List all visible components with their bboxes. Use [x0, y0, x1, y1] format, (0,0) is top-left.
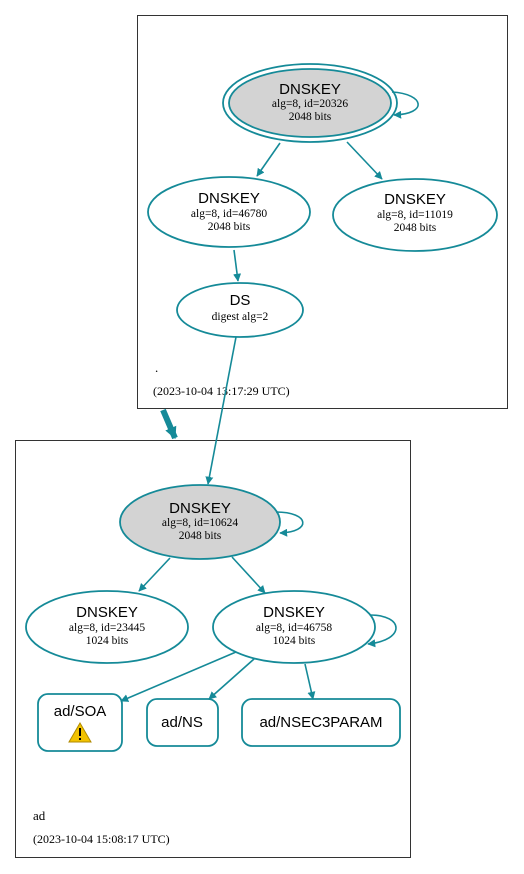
zone-root-box [137, 15, 508, 409]
edge-ds-to-ad-ksk [205, 336, 237, 485]
ad-ksk-title: DNSKEY [169, 500, 231, 517]
ad-zsk2-self-loop [367, 614, 397, 648]
ad-ksk-bits: 2048 bits [179, 530, 222, 542]
ad-ns-node[interactable]: ad/NS [146, 698, 219, 747]
ad-zsk2-title: DNSKEY [263, 604, 325, 621]
ad-soa-label: ad/SOA [54, 703, 107, 720]
root-ds-digest: digest alg=2 [212, 311, 269, 323]
root-ksk-self-loop [391, 91, 419, 119]
edge-ad-ksk-to-zsk1 [138, 557, 171, 592]
root-zsk1-title: DNSKEY [198, 190, 260, 207]
root-zsk1-node[interactable]: DNSKEY alg=8, id=46780 2048 bits [147, 176, 311, 248]
ad-zsk1-alg: alg=8, id=23445 [69, 622, 145, 634]
zone-ad-box [15, 440, 411, 858]
root-zsk2-alg: alg=8, id=11019 [377, 209, 453, 221]
root-ds-title: DS [230, 292, 251, 309]
zone-ad: DNSKEY alg=8, id=10624 2048 bits DNSKEY … [15, 440, 411, 858]
ad-ksk-self-loop [275, 511, 304, 537]
edge-ksk-to-zsk2 [346, 141, 383, 180]
root-zsk1-bits: 2048 bits [208, 221, 251, 233]
root-ksk-alg: alg=8, id=20326 [272, 98, 348, 110]
root-zsk2-node[interactable]: DNSKEY alg=8, id=11019 2048 bits [332, 178, 498, 252]
zone-root: DNSKEY alg=8, id=20326 2048 bits DNSKEY … [137, 15, 508, 409]
edge-ad-zsk2-to-soa [120, 651, 237, 702]
root-zone-timestamp: (2023-10-04 13:17:29 UTC) [153, 384, 290, 398]
root-zsk2-bits: 2048 bits [394, 222, 437, 234]
ad-zsk1-title: DNSKEY [76, 604, 138, 621]
root-ksk-bits: 2048 bits [289, 111, 332, 123]
ad-zsk2-node[interactable]: DNSKEY alg=8, id=46758 1024 bits [212, 590, 376, 664]
root-ksk-node[interactable]: DNSKEY alg=8, id=20326 2048 bits [222, 63, 398, 143]
ad-ksk-alg: alg=8, id=10624 [162, 517, 238, 529]
edge-ksk-to-zsk1 [256, 142, 281, 177]
root-ksk-title: DNSKEY [279, 81, 341, 98]
ad-zone-name: ad [33, 808, 46, 823]
ad-zsk1-bits: 1024 bits [86, 635, 129, 647]
ad-zsk2-bits: 1024 bits [273, 635, 316, 647]
edge-zsk1-to-ds [233, 249, 242, 282]
ad-zone-timestamp: (2023-10-04 15:08:17 UTC) [33, 832, 170, 846]
edge-ad-ksk-to-zsk2 [231, 556, 266, 594]
ad-ns-label: ad/NS [161, 714, 203, 731]
delegation-arrow [160, 408, 178, 440]
ad-ksk-node[interactable]: DNSKEY alg=8, id=10624 2048 bits [119, 484, 281, 560]
ad-nsec3param-node[interactable]: ad/NSEC3PARAM [241, 698, 401, 747]
edge-ad-zsk2-to-nsec3param [304, 663, 316, 700]
ad-zsk2-alg: alg=8, id=46758 [256, 622, 332, 634]
root-zone-name: . [155, 360, 158, 375]
root-zsk2-title: DNSKEY [384, 191, 446, 208]
ad-soa-node[interactable]: ad/SOA [37, 693, 123, 752]
edge-ad-zsk2-to-ns [208, 658, 255, 700]
root-ds-node[interactable]: DS digest alg=2 [176, 282, 304, 338]
ad-zsk1-node[interactable]: DNSKEY alg=8, id=23445 1024 bits [25, 590, 189, 664]
ad-nsec3param-label: ad/NSEC3PARAM [259, 714, 382, 731]
root-zsk1-alg: alg=8, id=46780 [191, 208, 267, 220]
warning-icon [68, 722, 92, 743]
